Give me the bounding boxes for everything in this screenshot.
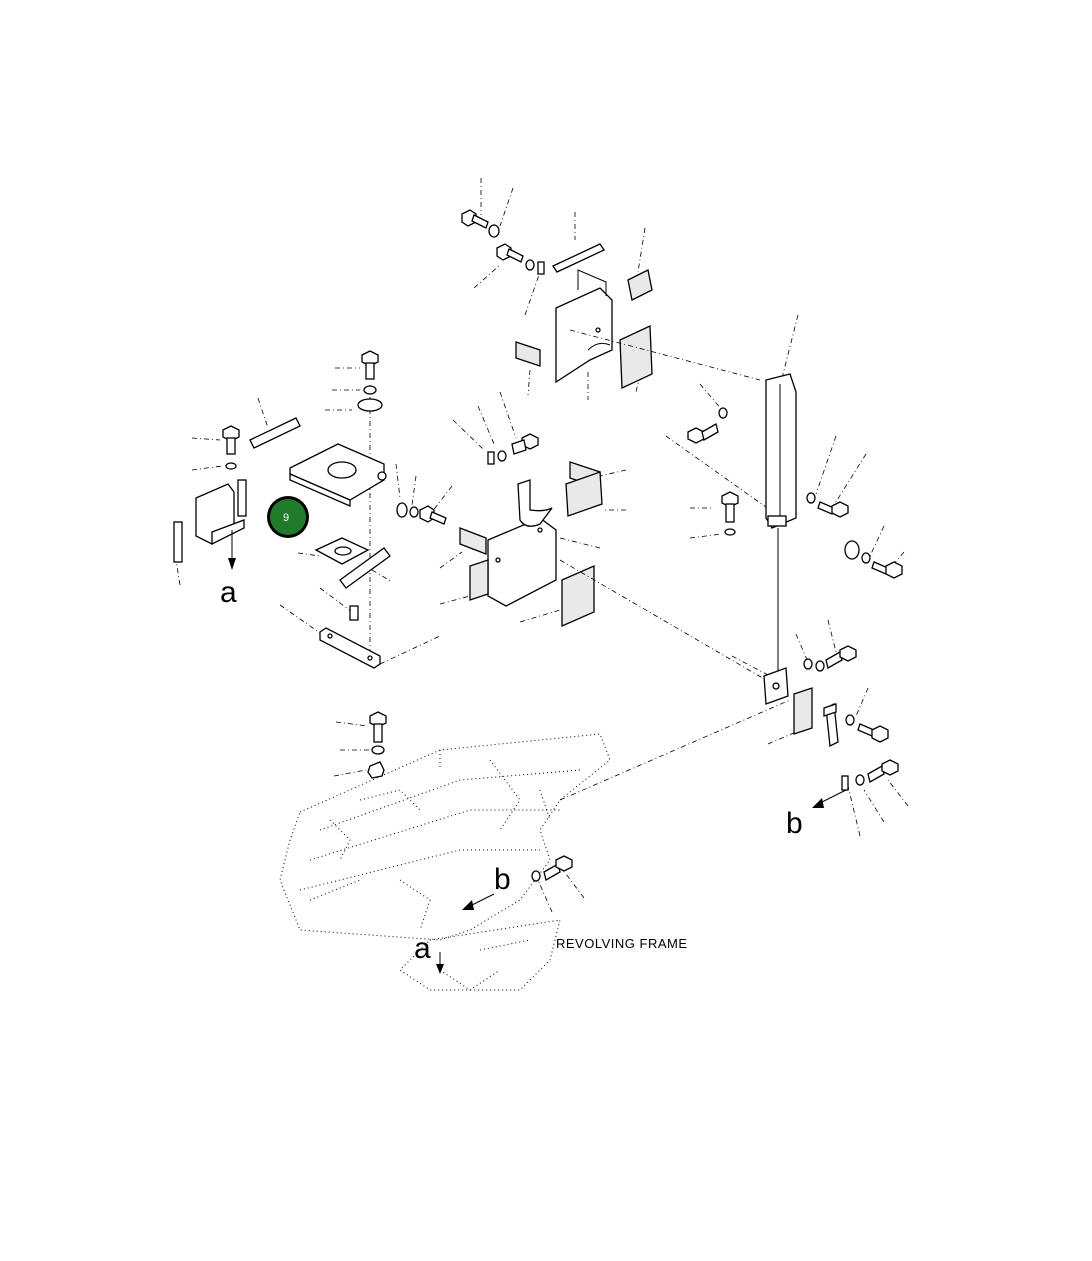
washer-icon[interactable] bbox=[724, 528, 736, 536]
washer-icon[interactable] bbox=[803, 658, 813, 670]
washer-icon[interactable] bbox=[371, 745, 385, 755]
square-plate[interactable] bbox=[314, 537, 370, 565]
washer-icon[interactable] bbox=[363, 385, 377, 395]
nut-icon[interactable] bbox=[367, 761, 385, 779]
revolving-frame bbox=[279, 733, 611, 991]
bolt-icon[interactable] bbox=[511, 433, 539, 455]
frame-caption: REVOLVING FRAME bbox=[556, 936, 688, 951]
ref-letter-b: b bbox=[786, 807, 803, 840]
clip-icon[interactable] bbox=[841, 775, 849, 791]
ref-arrow-a bbox=[436, 964, 444, 974]
washer-icon[interactable] bbox=[845, 714, 855, 726]
bolt-icon[interactable] bbox=[419, 505, 447, 525]
bolt-icon[interactable] bbox=[817, 501, 849, 518]
bolt-icon[interactable] bbox=[687, 423, 719, 444]
ref-letter-a: a bbox=[414, 932, 431, 965]
right-post-group bbox=[559, 314, 909, 837]
left-bracket-group bbox=[173, 350, 441, 669]
clip-icon[interactable] bbox=[487, 451, 495, 465]
l-clip[interactable] bbox=[823, 702, 839, 748]
washer-icon[interactable] bbox=[497, 450, 507, 462]
bolt-icon[interactable] bbox=[721, 491, 739, 523]
callout-label: 9 bbox=[283, 512, 289, 524]
ref-arrow-b bbox=[462, 900, 474, 910]
bolt-icon[interactable] bbox=[496, 243, 524, 263]
bolt-icon[interactable] bbox=[857, 723, 889, 743]
lower-rail[interactable] bbox=[319, 627, 381, 669]
washer-icon[interactable] bbox=[396, 502, 408, 518]
bolt-icon[interactable] bbox=[867, 759, 899, 783]
spacer-block[interactable] bbox=[627, 269, 653, 301]
bolt-icon[interactable] bbox=[871, 561, 903, 579]
bolt-icon[interactable] bbox=[461, 209, 489, 229]
bolt-icon[interactable] bbox=[543, 855, 573, 881]
washer-icon[interactable] bbox=[815, 660, 825, 672]
washer-icon[interactable] bbox=[409, 506, 419, 518]
seal-strip[interactable] bbox=[237, 479, 247, 517]
washer-icon[interactable] bbox=[855, 774, 865, 786]
washer-icon[interactable] bbox=[861, 552, 871, 564]
seal-strip[interactable] bbox=[173, 521, 183, 563]
clip-icon[interactable] bbox=[537, 261, 545, 275]
bolt-icon[interactable] bbox=[222, 425, 240, 455]
clip-icon[interactable] bbox=[349, 605, 359, 621]
top-cover-plate[interactable] bbox=[555, 269, 613, 384]
washer-icon[interactable] bbox=[225, 462, 237, 470]
washer-icon[interactable] bbox=[525, 259, 535, 271]
bolt-icon[interactable] bbox=[361, 350, 379, 380]
ref-letter-a: a bbox=[220, 576, 237, 609]
ref-arrow-a bbox=[228, 558, 236, 570]
vertical-post[interactable] bbox=[763, 373, 797, 705]
spacer-block[interactable] bbox=[459, 527, 487, 555]
center-panel[interactable] bbox=[487, 479, 557, 607]
washer-icon[interactable] bbox=[531, 870, 541, 882]
part-callout-9[interactable]: 9 bbox=[267, 496, 309, 538]
top-cover-group bbox=[461, 178, 653, 400]
revolving-frame-group bbox=[279, 711, 611, 991]
bolt-icon[interactable] bbox=[369, 711, 387, 743]
spacer-block[interactable] bbox=[793, 687, 813, 735]
washer-icon[interactable] bbox=[357, 398, 383, 412]
spacer-block[interactable] bbox=[515, 341, 541, 367]
washer-icon[interactable] bbox=[844, 540, 860, 560]
support-bar[interactable] bbox=[339, 547, 391, 589]
ref-letter-b: b bbox=[494, 863, 511, 896]
washer-icon[interactable] bbox=[488, 224, 500, 238]
rubber-pad[interactable] bbox=[565, 471, 603, 517]
seal-strip-top[interactable] bbox=[552, 243, 605, 273]
washer-icon[interactable] bbox=[806, 492, 816, 504]
center-panel-group bbox=[395, 391, 627, 627]
rubber-pad[interactable] bbox=[619, 324, 653, 390]
ref-arrow-b bbox=[812, 798, 824, 808]
left-bracket[interactable] bbox=[195, 483, 245, 546]
seal-strip[interactable] bbox=[249, 417, 301, 449]
washer-icon[interactable] bbox=[718, 407, 728, 419]
rubber-pad[interactable] bbox=[561, 565, 595, 627]
support-tray[interactable] bbox=[289, 443, 387, 507]
bolt-icon[interactable] bbox=[825, 645, 857, 669]
spacer-block[interactable] bbox=[469, 559, 489, 601]
